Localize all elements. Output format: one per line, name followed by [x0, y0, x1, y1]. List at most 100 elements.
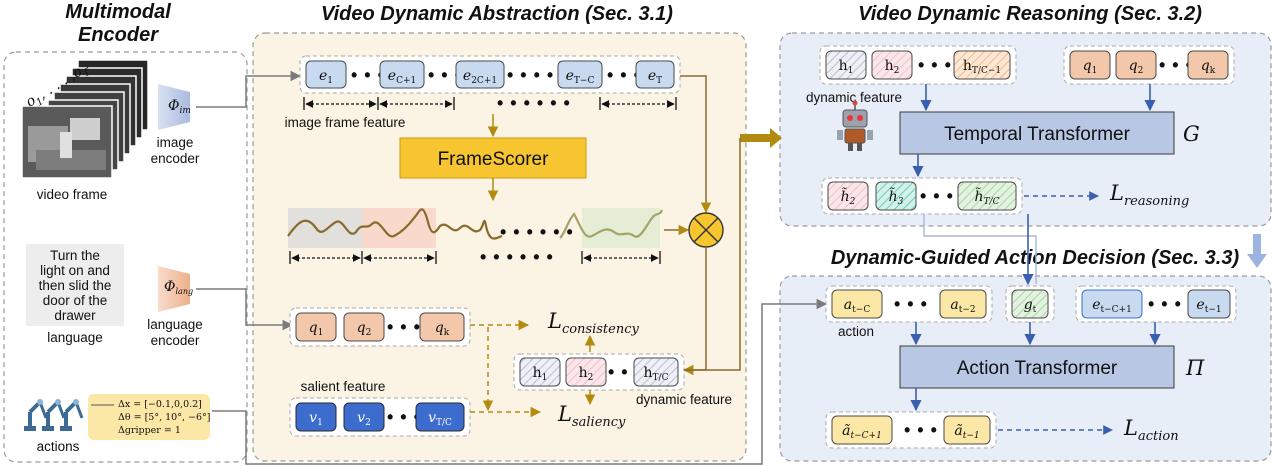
language-encoder-line2: encoder	[151, 333, 200, 348]
svg-text:ãt−C+1: ãt−C+1	[842, 423, 882, 441]
action-deltas-box	[88, 394, 210, 440]
score-segment-green	[582, 208, 660, 248]
query-token-q1: q1	[295, 312, 337, 342]
svg-text:q2: q2	[1129, 58, 1144, 76]
query-token-qk: qk	[419, 312, 465, 342]
reasoning-q-dots: • • •	[1159, 55, 1193, 75]
svg-text:gt: gt	[1024, 297, 1037, 315]
action-transformer-block	[899, 345, 1175, 389]
decision-action-label: action	[838, 324, 874, 339]
svg-text:h2: h2	[579, 365, 594, 383]
frame-token-et: eT	[635, 60, 675, 89]
score-segment-pink	[362, 208, 436, 248]
decision-token-at2: at−2	[939, 289, 987, 319]
svg-text:qk: qk	[435, 320, 450, 338]
reasoning-out-htc: h̃T/C	[957, 181, 1017, 211]
image-to-frame-arrow	[196, 70, 302, 108]
reasoning-h-dots: • • •	[918, 55, 952, 75]
svg-text:hT/C: hT/C	[644, 365, 669, 383]
action-delta-gripper: Δgripper = 1	[118, 425, 181, 436]
reasoning-token-htc1: hT/C−1	[953, 50, 1011, 80]
instruction-line-1: Turn the	[50, 248, 100, 263]
abstraction-title: Video Dynamic Abstraction (Sec. 3.1)	[321, 3, 673, 25]
svg-text:h̃3: h̃3	[889, 187, 904, 207]
query-dots: • • •	[387, 317, 421, 337]
language-encoder-line1: language	[147, 317, 203, 332]
framescorer-label: FrameScorer	[438, 149, 550, 170]
frame-dots-3: • • •	[607, 65, 641, 85]
decision-token-etc1: et−C+1	[1081, 289, 1143, 319]
reasoning-dynamic-label: dynamic feature	[806, 90, 902, 105]
reasoning-out-h3: h̃3	[875, 181, 917, 211]
loss-consistency: Lconsistency	[547, 309, 640, 337]
reasoning-to-gt-line	[923, 214, 1037, 284]
instruction-line-2: light on and	[40, 263, 110, 278]
dynamic-feature-label: dynamic feature	[636, 392, 732, 407]
frame-token-e2c1: e2C+1	[455, 60, 505, 89]
svg-text:q2: q2	[357, 320, 372, 338]
salient-token-v2: v2	[343, 402, 385, 432]
query-token-q2: q2	[343, 312, 385, 342]
phi-lang: Φlang	[164, 279, 193, 296]
instruction-box	[26, 244, 124, 326]
dynamic-token-h1: h1	[519, 357, 561, 387]
language-to-query-arrow	[196, 288, 294, 331]
svg-text:e1: e1	[319, 68, 333, 86]
reasoning-out-h2: h̃2	[827, 181, 869, 211]
svg-text:q1: q1	[309, 320, 324, 338]
action-transformer-label: Action Transformer	[957, 358, 1118, 379]
score-segment-gray	[288, 208, 362, 248]
frame-token-ec1: eC+1	[379, 60, 425, 89]
actions-label: actions	[37, 439, 80, 454]
robot-icon	[837, 100, 873, 151]
svg-text:eT: eT	[648, 68, 662, 86]
curve-bracket-dots: • • • • • •	[480, 247, 554, 267]
reasoning-token-qk: qk	[1187, 50, 1229, 80]
svg-text:h̃2: h̃2	[841, 187, 856, 207]
frame-segment-brackets	[303, 97, 677, 110]
frame-token-e1: e1	[305, 60, 347, 89]
score-curve-1	[287, 208, 503, 240]
decision-title: Dynamic-Guided Action Decision (Sec. 3.3…	[831, 247, 1240, 269]
loss-saliency: Lsaliency	[557, 402, 626, 430]
robot-arms-icon	[24, 399, 84, 431]
salient-feature-label: salient feature	[301, 379, 386, 394]
decision-token-atc: at−C	[831, 289, 883, 319]
reasoning-title: Video Dynamic Reasoning (Sec. 3.2)	[858, 3, 1202, 25]
reasoning-token-q2: q2	[1115, 50, 1157, 80]
phi-im: Φim	[168, 98, 191, 116]
temporal-symbol: G	[1183, 122, 1200, 146]
frame-feature-label: image frame feature	[285, 115, 406, 130]
action-symbol: Π	[1185, 356, 1205, 380]
svg-text:v1: v1	[309, 410, 323, 428]
decision-out-dots: • • •	[904, 420, 938, 440]
loss-action: Laction	[1123, 416, 1179, 444]
reasoning-token-h1: h1	[825, 50, 867, 80]
action-delta-x: Δx = [−0.1,0,0.2]	[118, 399, 202, 410]
svg-text:h2: h2	[885, 58, 900, 76]
temporal-transformer-label: Temporal Transformer	[944, 124, 1131, 145]
language-encoder-icon	[158, 266, 190, 312]
reasoning-token-h2: h2	[871, 50, 913, 80]
svg-text:at−C: at−C	[844, 297, 871, 315]
reasoning-to-decision-big-arrow	[1247, 234, 1267, 268]
curve-segment-brackets	[289, 251, 661, 264]
svg-text:h1: h1	[839, 58, 854, 76]
action-delta-theta: Δθ = [5°, 10°, −6°]	[118, 412, 210, 423]
svg-text:h̃T/C: h̃T/C	[975, 187, 1000, 207]
dynamic-token-h2: h2	[565, 357, 607, 387]
salient-token-v1: v1	[295, 402, 337, 432]
svg-text:hT/C−1: hT/C−1	[963, 58, 1001, 76]
salient-dots: • • •	[387, 407, 421, 427]
frame-dots-2: • • •	[428, 65, 462, 85]
svg-text:at−2: at−2	[950, 297, 975, 315]
svg-text:eC+1: eC+1	[388, 68, 416, 86]
svg-text:et−1: et−1	[1196, 297, 1221, 315]
dynamic-to-reasoning-line	[684, 138, 741, 371]
svg-text:et−C+1: et−C+1	[1092, 297, 1132, 315]
instruction-line-4: door of the	[43, 293, 108, 308]
svg-text:vT/C: vT/C	[428, 410, 452, 428]
svg-text:eT−C: eT−C	[566, 68, 595, 86]
svg-text:ãt−1: ãt−1	[954, 423, 979, 441]
encoder-title-line2: Encoder	[78, 24, 159, 46]
